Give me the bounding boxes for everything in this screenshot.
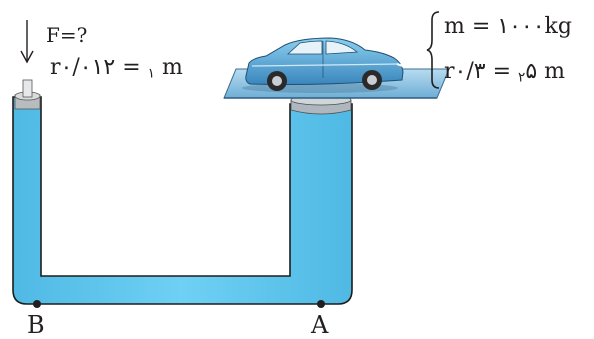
r2-value: = ٠/٣۵ m bbox=[454, 59, 565, 84]
piston-rod bbox=[22, 79, 33, 98]
point-b-marker bbox=[33, 300, 41, 308]
force-label: F=? bbox=[46, 23, 88, 47]
small-radius-label: r ١ = ٠/٠١٢ m bbox=[50, 57, 183, 81]
r1-symbol: r bbox=[50, 55, 61, 80]
u-tube bbox=[12, 96, 353, 305]
r2-symbol: r bbox=[444, 59, 455, 84]
given-values-brace bbox=[426, 11, 440, 89]
force-arrow-icon bbox=[20, 20, 34, 64]
r1-subscript: ١ bbox=[147, 65, 155, 82]
point-a-label: A bbox=[311, 311, 329, 339]
mass-label: m = ١٠٠٠kg bbox=[444, 14, 572, 39]
r2-subscript: ٢ bbox=[518, 69, 526, 86]
point-a-marker bbox=[317, 300, 325, 308]
large-radius-label: r ٢ = ٠/٣۵ m bbox=[444, 61, 565, 85]
point-b-label: B bbox=[27, 311, 45, 339]
car-icon bbox=[242, 37, 404, 93]
r1-value: = ٠/٠١٢ m bbox=[60, 55, 183, 80]
